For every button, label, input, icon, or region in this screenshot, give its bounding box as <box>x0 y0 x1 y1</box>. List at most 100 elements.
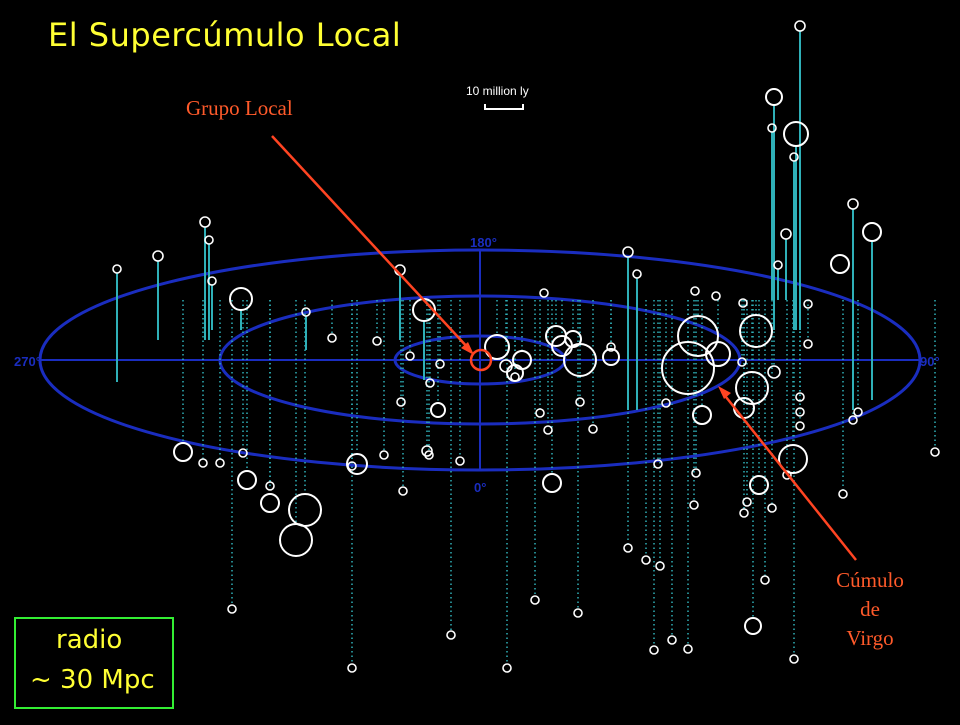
galaxy-circle <box>207 276 217 286</box>
angle-label-top: 180° <box>470 235 497 250</box>
galaxy-circle <box>641 555 651 565</box>
galaxy-circle <box>237 470 257 490</box>
angle-label-right: 90° <box>920 354 940 369</box>
galaxy-circle <box>602 348 620 366</box>
virgo-cluster-label: Cúmulo de Virgo <box>820 566 920 653</box>
galaxy-circle <box>288 493 322 527</box>
galaxy-circle <box>112 264 122 274</box>
galaxy-circle <box>173 442 193 462</box>
galaxy-circle <box>238 448 248 458</box>
galaxy-circle <box>803 299 813 309</box>
galaxy-circle <box>655 561 665 571</box>
galaxy-circle <box>425 378 435 388</box>
galaxy-circle <box>744 617 762 635</box>
galaxy-circle <box>484 334 510 360</box>
galaxy-circle <box>711 291 721 301</box>
galaxy-circle <box>773 260 783 270</box>
angle-label-left: 270° <box>14 354 41 369</box>
scale-bar-label: 10 million ly <box>466 84 529 98</box>
galaxy-circle <box>661 341 715 395</box>
virgo-arrowhead <box>718 386 731 399</box>
galaxy-circle <box>398 486 408 496</box>
galaxy-circle <box>446 630 456 640</box>
galaxy-circle <box>606 342 616 352</box>
galaxy-circle <box>742 497 752 507</box>
galaxy-circle <box>347 461 357 471</box>
galaxy-circle <box>543 425 553 435</box>
galaxy-circle <box>301 307 311 317</box>
radius-value: ~ 30 Mpc <box>30 665 155 695</box>
galaxy-circle <box>204 235 214 245</box>
angle-label-bottom: 0° <box>474 480 486 495</box>
galaxy-circle <box>789 152 799 162</box>
galaxy-circle <box>794 20 806 32</box>
virgo-label-line3: Virgo <box>846 626 894 650</box>
galaxy-circle <box>767 123 777 133</box>
galaxy-circle <box>430 402 446 418</box>
galaxy-circle <box>778 444 808 474</box>
galaxy-circle <box>738 298 748 308</box>
galaxy-circle <box>739 508 749 518</box>
galaxy-circle <box>795 421 805 431</box>
galaxy-circle <box>690 286 700 296</box>
grupo-local-arrow <box>271 135 471 351</box>
galaxy-circle <box>229 287 253 311</box>
galaxy-circle <box>575 397 585 407</box>
galaxy-circle <box>564 330 582 348</box>
galaxy-groups <box>112 20 940 673</box>
galaxy-circle <box>735 371 769 405</box>
galaxy-circle <box>830 254 850 274</box>
galaxy-circle <box>661 398 671 408</box>
galaxy-circle <box>667 635 677 645</box>
galaxy-circle <box>215 458 225 468</box>
virgo-label-line1: Cúmulo <box>836 568 904 592</box>
galaxy-circle <box>683 644 693 654</box>
galaxy-circle <box>372 336 382 346</box>
above-plane-stems <box>116 31 873 410</box>
galaxy-circle <box>767 503 777 513</box>
galaxy-circle <box>260 493 280 513</box>
galaxy-circle <box>782 470 792 480</box>
galaxy-circle <box>691 468 701 478</box>
galaxy-circle <box>795 407 805 417</box>
galaxy-circle <box>749 475 769 495</box>
galaxy-circle <box>424 450 434 460</box>
galaxy-circle <box>530 595 540 605</box>
galaxy-circle <box>421 445 433 457</box>
galaxy-circle <box>853 407 863 417</box>
radius-label: radio <box>56 625 123 655</box>
galaxy-circle <box>795 392 805 402</box>
galaxy-circle <box>930 447 940 457</box>
scale-bar-line <box>484 104 524 110</box>
local-group-marker <box>469 348 493 372</box>
grupo-local-label: Grupo Local <box>186 96 293 120</box>
galaxy-circle <box>623 543 633 553</box>
galaxy-circle <box>765 88 783 106</box>
radius-box: radio ~ 30 Mpc <box>14 617 174 709</box>
galaxy-circle <box>535 408 545 418</box>
galaxy-circle <box>405 351 415 361</box>
galaxy-circle <box>632 269 642 279</box>
virgo-arrow <box>721 391 857 561</box>
galaxy-circle <box>327 333 337 343</box>
galaxy-circle <box>396 397 406 407</box>
galaxy-circle <box>510 372 520 382</box>
galaxy-circle <box>739 314 773 348</box>
galaxy-circle <box>847 198 859 210</box>
galaxy-circle <box>279 523 313 557</box>
galaxy-circle <box>347 663 357 673</box>
galaxy-circle <box>789 654 799 664</box>
galaxy-circle <box>227 604 237 614</box>
galaxy-circle <box>689 500 699 510</box>
scale-bar: 10 million ly <box>466 84 529 110</box>
galaxy-circle <box>803 339 813 349</box>
galaxy-circle <box>780 228 792 240</box>
galaxy-circle <box>435 359 445 369</box>
galaxy-circle <box>848 415 858 425</box>
virgo-label-line2: de <box>860 597 880 621</box>
galaxy-circle <box>588 424 598 434</box>
galaxy-circle <box>455 456 465 466</box>
galaxy-circle <box>346 453 368 475</box>
